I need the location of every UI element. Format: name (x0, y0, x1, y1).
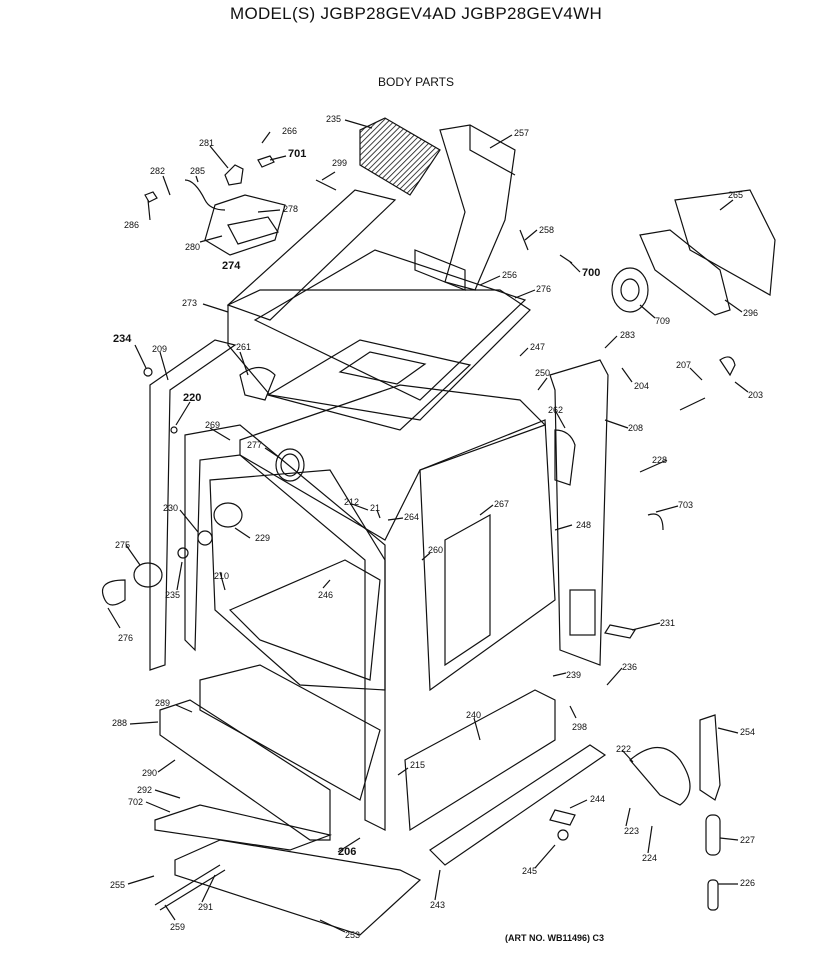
callout-245: 245 (522, 866, 538, 876)
callout-leaders (107, 119, 749, 933)
callout-236: 236 (622, 662, 638, 672)
callout-235: 235 (326, 114, 342, 124)
callout-212: 212 (344, 497, 360, 507)
callout-282: 282 (150, 166, 166, 176)
callout-234: 234 (113, 333, 132, 345)
callout-207: 207 (676, 360, 692, 370)
callout-209: 209 (152, 344, 168, 354)
callout-275: 275 (115, 540, 131, 550)
callout-289: 289 (155, 698, 171, 708)
callout-248: 248 (576, 520, 592, 530)
callout-220: 220 (183, 392, 202, 404)
callout-700: 700 (582, 267, 601, 279)
section-subtitle: BODY PARTS (377, 75, 455, 89)
art-number: (ART NO. WB11496) C3 (505, 933, 605, 943)
callout-283: 283 (620, 330, 636, 340)
callout-291: 291 (198, 902, 214, 912)
callout-299: 299 (332, 158, 348, 168)
callout-273: 273 (182, 298, 198, 308)
callout-226: 226 (740, 878, 756, 888)
callout-246: 246 (318, 590, 334, 600)
small-hardware (101, 179, 736, 911)
callout-256: 256 (502, 270, 518, 280)
callout-260: 260 (428, 545, 444, 555)
callout-278: 278 (283, 204, 299, 214)
callout-296: 296 (743, 308, 759, 318)
callout-206: 206 (338, 846, 357, 858)
callout-250: 250 (535, 368, 551, 378)
callout-240: 240 (466, 710, 482, 720)
cooktop-frame (226, 189, 531, 431)
callout-253: 253 (345, 930, 361, 940)
callout-227: 227 (740, 835, 756, 845)
callout-298: 298 (572, 722, 588, 732)
callout-288: 288 (112, 718, 128, 728)
callout-208: 208 (628, 423, 644, 433)
callout-257: 257 (514, 128, 530, 138)
callout-215: 215 (410, 760, 426, 770)
callout-21: 21 (370, 503, 381, 513)
callout-261: 261 (236, 342, 252, 352)
callout-266: 266 (282, 126, 298, 136)
callout-292: 292 (137, 785, 153, 795)
callout-235-lower: 235 (165, 590, 181, 600)
callout-264: 264 (404, 512, 420, 522)
page-title: MODEL(S) JGBP28GEV4AD JGBP28GEV4WH (229, 4, 603, 23)
callout-259: 259 (170, 922, 186, 932)
callout-709: 709 (655, 316, 671, 326)
callout-247: 247 (530, 342, 546, 352)
callout-703: 703 (678, 500, 694, 510)
callout-276: 276 (536, 284, 552, 294)
callout-229: 229 (255, 533, 271, 543)
callout-269: 269 (205, 420, 221, 430)
rear-brackets (611, 189, 776, 316)
callout-222: 222 (616, 744, 632, 754)
callout-244: 244 (590, 794, 606, 804)
callout-224: 224 (642, 853, 658, 863)
callout-258: 258 (539, 225, 555, 235)
range-body (149, 339, 609, 936)
callout-285: 285 (190, 166, 206, 176)
vent-grille (359, 117, 441, 196)
callout-281: 281 (199, 138, 215, 148)
callout-255: 255 (110, 880, 126, 890)
callout-290: 290 (142, 768, 158, 778)
callout-701: 701 (288, 148, 307, 160)
callout-228: 228 (652, 455, 668, 465)
callout-274: 274 (222, 260, 241, 272)
callout-702: 702 (128, 797, 144, 807)
callout-265: 265 (728, 190, 744, 200)
callout-254: 254 (740, 727, 756, 737)
callout-231: 231 (660, 618, 676, 628)
callout-239: 239 (566, 670, 582, 680)
top-burner-assembly (144, 155, 286, 256)
callout-277: 277 (247, 440, 263, 450)
callout-267: 267 (494, 499, 510, 509)
callout-204: 204 (634, 381, 650, 391)
callout-203: 203 (748, 390, 764, 400)
callout-280: 280 (185, 242, 201, 252)
callout-286: 286 (124, 220, 140, 230)
callout-210: 210 (214, 571, 230, 581)
callout-262: 262 (548, 405, 564, 415)
callout-223: 223 (624, 826, 640, 836)
callout-276-lower: 276 (118, 633, 134, 643)
callout-230: 230 (163, 503, 179, 513)
callout-243: 243 (430, 900, 446, 910)
